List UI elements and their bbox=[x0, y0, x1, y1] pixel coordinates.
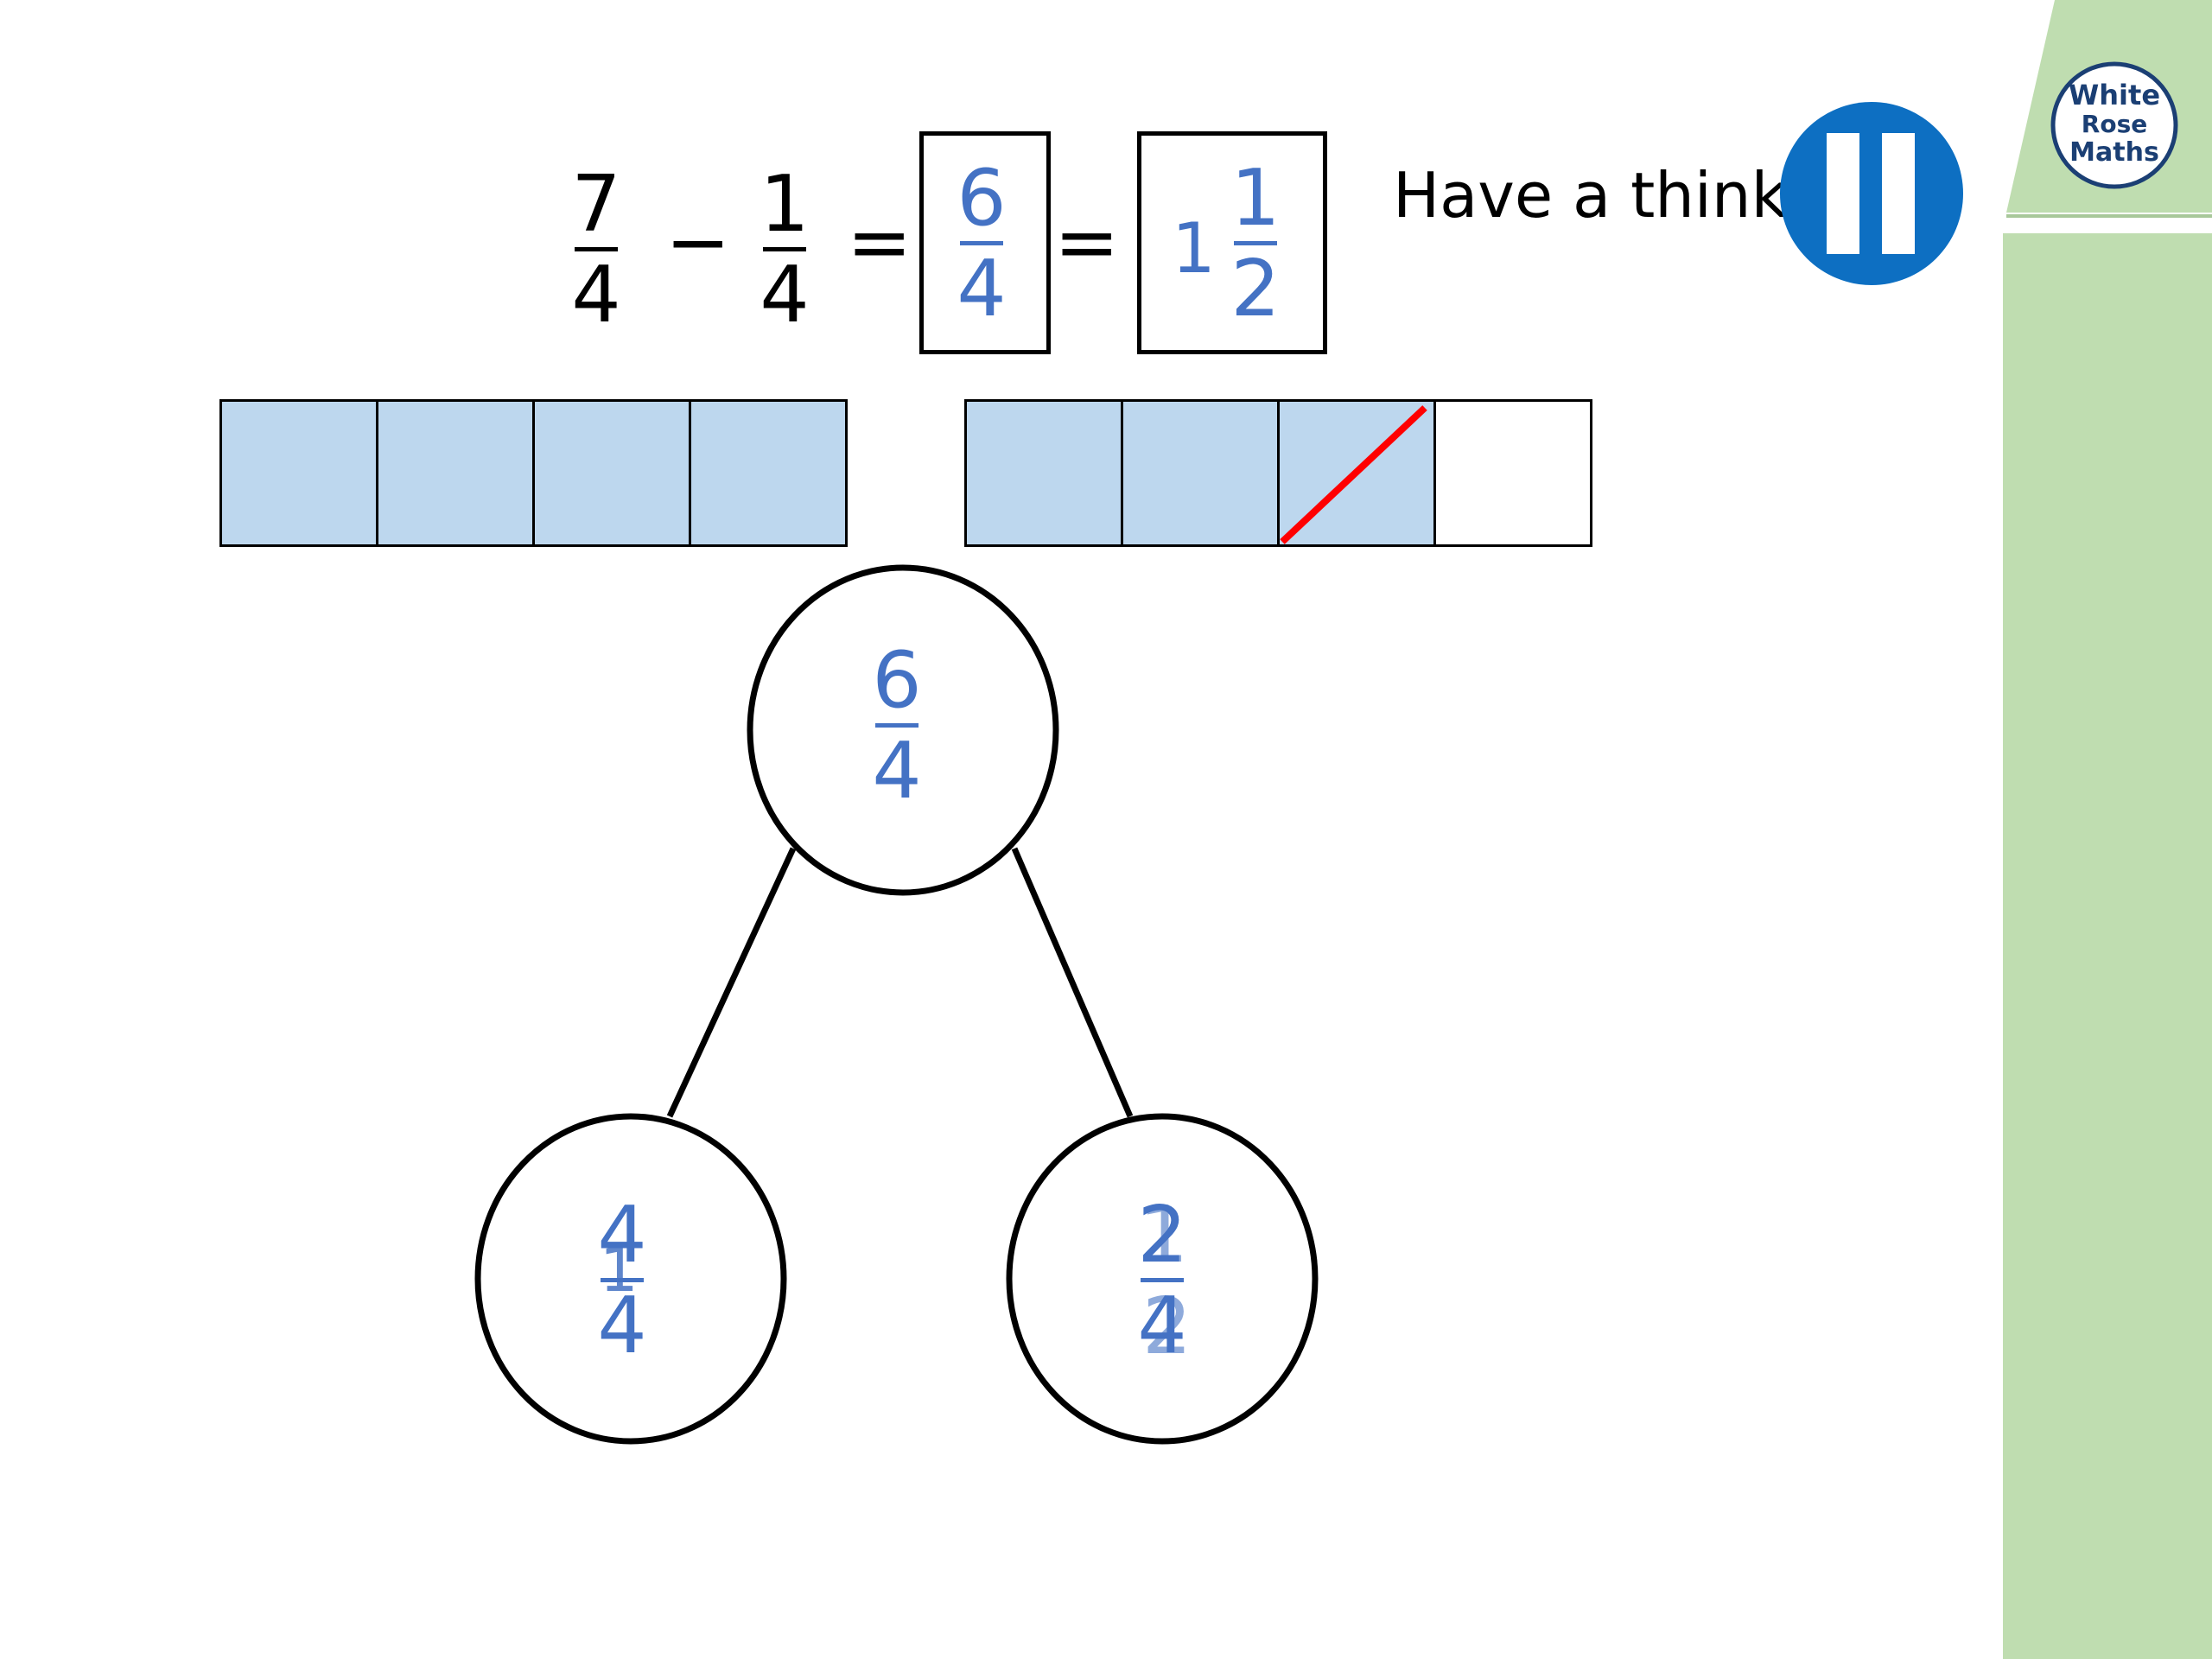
numerator: 4 bbox=[597, 1190, 647, 1281]
fraction-bar bbox=[875, 723, 918, 728]
numerator: 7 bbox=[571, 159, 621, 250]
answer-six-quarters: 6 4 bbox=[930, 160, 1033, 328]
bar-cell bbox=[219, 399, 378, 547]
numerator: 6 bbox=[872, 635, 922, 726]
whole-fraction: 6 4 bbox=[845, 642, 949, 810]
mixed-number-whole: 1 bbox=[1172, 208, 1216, 289]
equals-sign: = bbox=[847, 197, 912, 288]
side-panel bbox=[2003, 233, 2212, 1659]
answer-box-improper[interactable] bbox=[919, 131, 1051, 354]
fraction-bar bbox=[763, 247, 806, 251]
answer-box-mixed[interactable] bbox=[1137, 131, 1327, 354]
bar-cell bbox=[1433, 399, 1592, 547]
fraction-one-quarter: 1 4 bbox=[733, 166, 836, 334]
cross-out-mark bbox=[1280, 405, 1427, 544]
logo-text-white: White bbox=[2068, 79, 2161, 111]
fraction-bar bbox=[1234, 241, 1277, 245]
numerator: 1 bbox=[1230, 153, 1281, 244]
equals-sign-2: = bbox=[1054, 197, 1120, 288]
pause-button[interactable] bbox=[1780, 102, 1963, 285]
denominator: 4 bbox=[597, 1281, 647, 1371]
logo-text-maths: Maths bbox=[2069, 137, 2159, 168]
denominator: 4 bbox=[571, 250, 621, 340]
part-right-fraction: 2 4 bbox=[1110, 1197, 1214, 1365]
numerator: 6 bbox=[957, 153, 1007, 244]
denominator: 4 bbox=[957, 244, 1007, 334]
numerator: 1 bbox=[760, 159, 810, 250]
denominator: 4 bbox=[872, 726, 922, 817]
bar-cell bbox=[532, 399, 691, 547]
white-rose-maths-logo bbox=[2050, 61, 2178, 189]
mixed-number-fraction: 1 2 bbox=[1204, 160, 1307, 328]
have-a-think-prompt: Have a think bbox=[1393, 159, 1788, 232]
denominator: 4 bbox=[760, 250, 810, 340]
bar-cell bbox=[689, 399, 848, 547]
denominator: 4 bbox=[1137, 1281, 1187, 1371]
fraction-bar bbox=[575, 247, 618, 251]
minus-sign: − bbox=[665, 197, 731, 288]
fraction-bar bbox=[960, 241, 1003, 245]
part-right-overwritten-denominator: 2 bbox=[1142, 1281, 1192, 1372]
bar-model-three-quarters bbox=[964, 399, 1592, 547]
denominator: 2 bbox=[1230, 244, 1281, 334]
numerator: 2 bbox=[1137, 1190, 1187, 1281]
fraction-seven-quarters: 7 4 bbox=[544, 166, 648, 334]
fraction-bar bbox=[1141, 1278, 1184, 1282]
pause-icon-bar-2 bbox=[1882, 133, 1915, 254]
connector-right bbox=[1011, 847, 1134, 1118]
connector-left bbox=[666, 847, 797, 1118]
fraction-bar bbox=[601, 1278, 644, 1282]
pause-icon bbox=[1827, 133, 1859, 254]
part-right-overwritten-numerator: 1 bbox=[1139, 1190, 1189, 1281]
part-left-overwritten-numerator: 1 bbox=[600, 1235, 639, 1306]
part-left-fraction: 4 4 bbox=[570, 1197, 674, 1365]
bar-cell bbox=[376, 399, 535, 547]
bar-model-seven-quarters-whole bbox=[219, 399, 848, 547]
whole-circle bbox=[747, 564, 1059, 896]
logo-text-rose: Rose bbox=[2081, 110, 2148, 138]
